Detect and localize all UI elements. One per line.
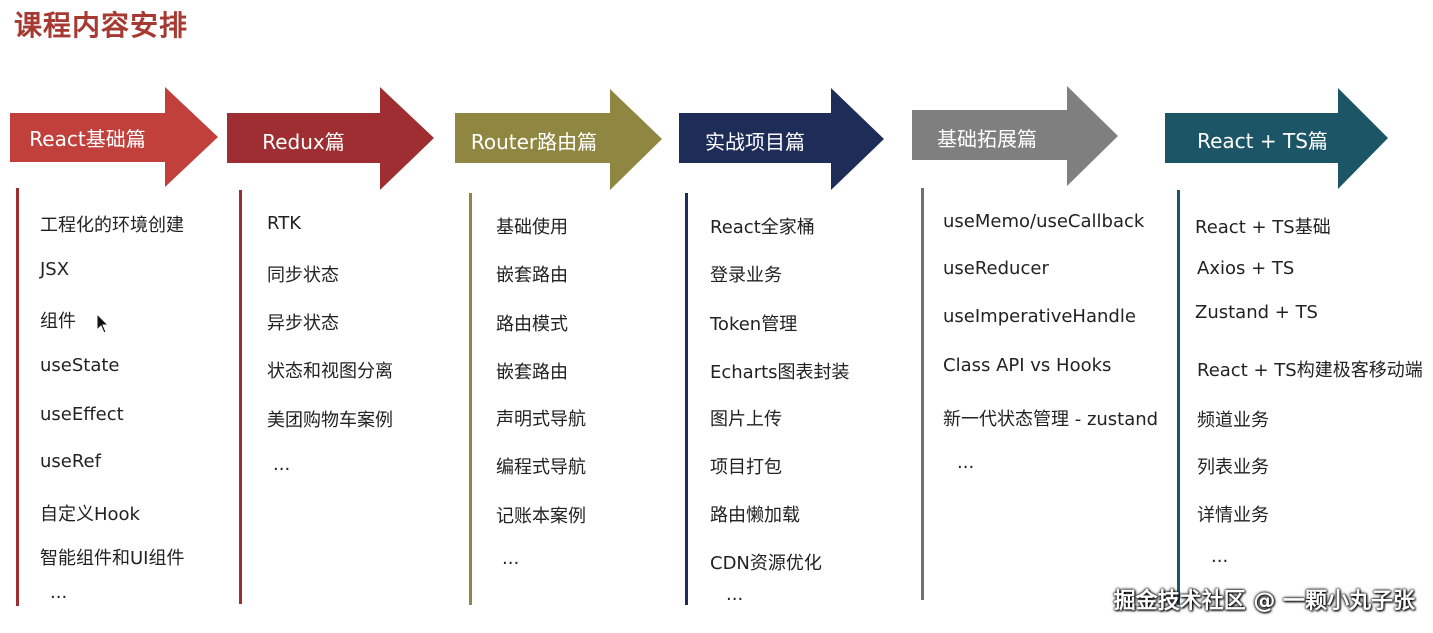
- list-item: Zustand + TS: [1195, 302, 1318, 323]
- list-item: ...: [957, 452, 975, 473]
- arrow-shape: [455, 89, 662, 190]
- list-item: Class API vs Hooks: [943, 355, 1112, 376]
- list-item: JSX: [40, 259, 70, 280]
- list-item: React + TS基础: [1195, 217, 1331, 238]
- arrow-label: Router路由篇: [470, 130, 598, 154]
- arrow-shape: [227, 87, 434, 190]
- list-item: Token管理: [710, 314, 798, 335]
- arrow-redux: [227, 87, 434, 190]
- list-item: 详情业务: [1197, 505, 1269, 526]
- list-item: useState: [40, 355, 120, 376]
- list-item: 路由模式: [496, 314, 568, 335]
- list-item: 路由懒加载: [710, 505, 800, 526]
- arrow-router: [455, 89, 662, 190]
- list-item: 状态和视图分离: [267, 361, 393, 382]
- arrow-react-basics: [10, 87, 218, 187]
- list-item: useEffect: [40, 404, 124, 425]
- arrow-label: 基础拓展篇: [937, 127, 1037, 151]
- list-item: 异步状态: [267, 313, 339, 334]
- list-item: 记账本案例: [496, 506, 586, 527]
- column-divider-line: [239, 190, 242, 604]
- arrow-label: React + TS篇: [1197, 129, 1328, 153]
- list-item: CDN资源优化: [710, 553, 822, 574]
- list-item: React全家桶: [710, 217, 815, 238]
- arrow-label: React基础篇: [29, 127, 146, 151]
- column-divider-line: [469, 193, 472, 605]
- list-item: ...: [273, 454, 291, 475]
- arrow-shape: [1165, 88, 1388, 189]
- list-item: RTK: [267, 213, 301, 234]
- arrow-shape: [679, 88, 884, 190]
- list-item: 嵌套路由: [496, 265, 568, 286]
- list-item: useReducer: [943, 258, 1049, 279]
- column-divider-line: [1177, 190, 1180, 605]
- list-item: 图片上传: [710, 409, 782, 430]
- list-item: useMemo/useCallback: [943, 211, 1145, 232]
- list-item: 项目打包: [710, 457, 782, 478]
- list-item: 基础使用: [496, 217, 568, 238]
- watermark: 掘金技术社区 @ 一颗小丸子张: [1113, 589, 1415, 614]
- arrow-extension: [912, 86, 1118, 186]
- list-item: 登录业务: [710, 265, 782, 286]
- arrow-react-ts: [1165, 88, 1388, 189]
- column-divider-line: [685, 193, 688, 605]
- list-item: ...: [726, 584, 744, 605]
- arrow-label: Redux篇: [262, 130, 345, 154]
- arrow-shape: [912, 86, 1118, 186]
- list-item: ...: [50, 582, 68, 603]
- column-divider-line: [16, 188, 19, 606]
- list-item: 组件: [40, 311, 76, 332]
- list-item: 智能组件和UI组件: [40, 548, 185, 569]
- list-item: React + TS构建极客移动端: [1197, 360, 1423, 381]
- list-item: 工程化的环境创建: [40, 215, 184, 236]
- arrow-shape: [10, 87, 218, 187]
- list-item: useRef: [40, 451, 101, 472]
- page-title: 课程内容安排: [14, 9, 189, 42]
- list-item: Axios + TS: [1197, 258, 1295, 279]
- list-item: 频道业务: [1197, 410, 1269, 431]
- list-item: ...: [502, 548, 520, 569]
- mouse-cursor-icon: [96, 313, 110, 334]
- list-item: 编程式导航: [496, 457, 586, 478]
- list-item: 新一代状态管理 - zustand: [943, 409, 1159, 430]
- column-divider-line: [921, 188, 924, 600]
- list-item: 同步状态: [267, 265, 339, 286]
- list-item: 自定义Hook: [40, 504, 140, 525]
- list-item: 声明式导航: [496, 409, 586, 430]
- list-item: ...: [1211, 546, 1229, 567]
- list-item: Echarts图表封装: [710, 362, 850, 383]
- arrow-label: 实战项目篇: [705, 130, 805, 154]
- list-item: 嵌套路由: [496, 362, 568, 383]
- list-item: 美团购物车案例: [267, 410, 393, 431]
- list-item: 列表业务: [1197, 457, 1269, 478]
- arrow-project: [679, 88, 884, 190]
- list-item: useImperativeHandle: [943, 306, 1136, 327]
